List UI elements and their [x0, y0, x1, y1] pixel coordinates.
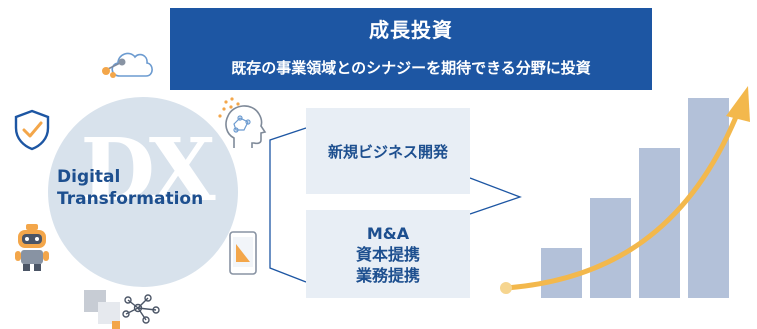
capital-alliance-label: 資本提携: [355, 244, 420, 264]
right-bracket: [469, 177, 522, 215]
shield-check-icon: [14, 109, 50, 151]
growth-arrow-start: [500, 282, 512, 294]
tablet-chart-icon: [229, 231, 257, 275]
ma-box: M&A 資本提携 業務提携: [306, 210, 470, 298]
left-bracket: [269, 127, 307, 283]
growth-bar-4: [688, 98, 729, 298]
network-icon: [84, 290, 160, 329]
dx-label-line1: Digital: [57, 167, 121, 187]
growth-arrow: [503, 109, 741, 291]
title-main: 成長投資: [369, 18, 453, 42]
ma-label: M&A: [366, 223, 410, 243]
new-business-box: 新規ビジネス開発: [306, 108, 470, 194]
dx-label: Digital Transformation: [57, 166, 203, 210]
title-subtitle: 既存の事業領域とのシナジーを期待できる分野に投資: [231, 59, 591, 77]
growth-arrow-head: [726, 86, 750, 122]
growth-bar-3: [639, 148, 680, 298]
title-banner: 成長投資 既存の事業領域とのシナジーを期待できる分野に投資: [170, 8, 652, 90]
dx-watermark: DX: [80, 120, 215, 221]
new-business-label: 新規ビジネス開発: [327, 142, 448, 161]
business-alliance-label: 業務提携: [355, 265, 420, 285]
ai-head-icon: [218, 97, 267, 148]
robot-icon: [15, 224, 49, 271]
growth-bar-2: [590, 198, 631, 298]
dx-label-line2: Transformation: [57, 189, 204, 209]
cloud-icon: [102, 52, 153, 78]
dx-circle: [48, 97, 238, 287]
